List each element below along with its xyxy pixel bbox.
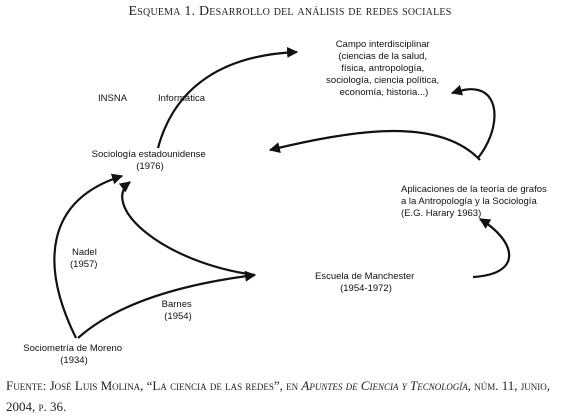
node-barnes: Barnes (1954) bbox=[162, 299, 195, 322]
node-sociometria-moreno: Sociometría de Moreno (1934) bbox=[23, 343, 124, 366]
edge-campo-to-aplicaciones-loop bbox=[450, 84, 496, 159]
node-campo-interdisciplinar: Campo interdisciplinar (ciencias de la s… bbox=[326, 39, 442, 98]
edge-moreno-to-sociologia bbox=[53, 173, 124, 339]
edge-moreno-to-manchester bbox=[77, 270, 257, 339]
node-insna: INSNA bbox=[98, 93, 128, 104]
source-citation: Fuente: José Luis Molina, “La ciencia de… bbox=[6, 375, 576, 417]
edge-manchester-to-aplicaciones bbox=[472, 218, 511, 279]
edge-aplicaciones-to-sociologia bbox=[268, 129, 481, 161]
node-escuela-manchester: Escuela de Manchester (1954-1972) bbox=[315, 271, 417, 294]
node-nadel: Nadel (1957) bbox=[70, 247, 99, 270]
source-journal: Apuntes de Ciencia y Tecnología bbox=[301, 378, 468, 393]
node-sociologia-estadounidense: Sociología estadounidense (1976) bbox=[92, 149, 209, 172]
node-informatica: Informática bbox=[158, 93, 206, 104]
source-prefix: Fuente: José Luis Molina, “La ciencia de… bbox=[6, 378, 302, 393]
node-aplicaciones-grafos: Aplicaciones de la teoría de grafos a la… bbox=[401, 184, 549, 219]
diagram-title: Esquema 1. Desarrollo del análisis de re… bbox=[128, 4, 452, 19]
edge-manchester-loop-to-sociologia bbox=[118, 181, 256, 277]
edge-sociologia-to-campo bbox=[156, 46, 299, 149]
source-suffix: , núm. 11, junio, 2004, p. 36. bbox=[6, 378, 551, 414]
